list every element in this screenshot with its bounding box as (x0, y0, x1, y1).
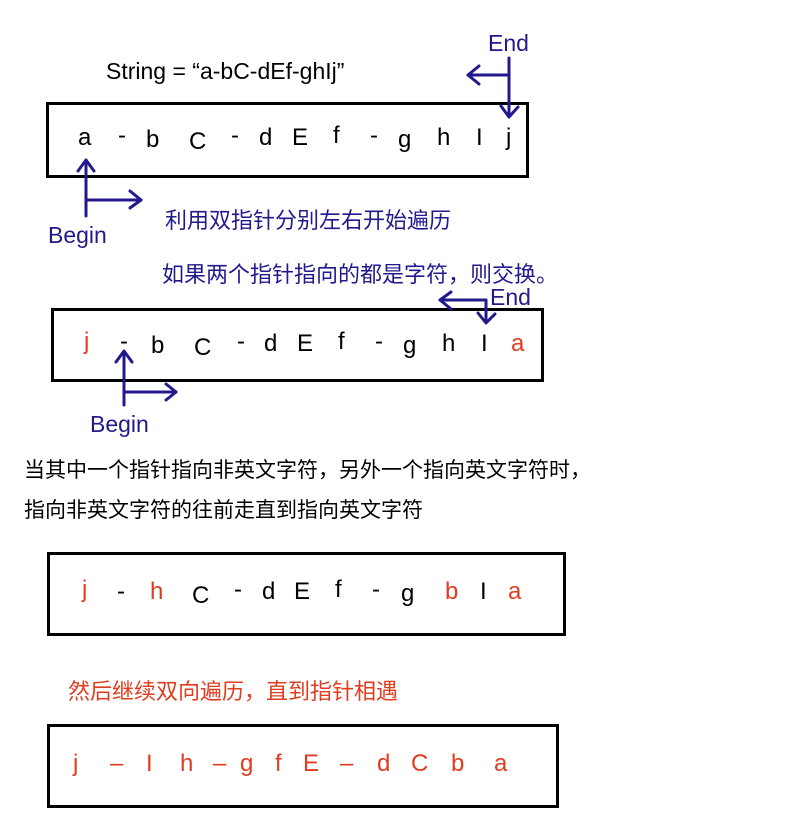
end-left-arrowhead (466, 64, 481, 86)
row1-char: h (437, 124, 451, 151)
array-row-3 (47, 552, 566, 636)
begin-right-arrowhead (128, 189, 143, 210)
row4-char: h (180, 750, 194, 777)
row3-char: a (508, 578, 522, 605)
row3-char: C (192, 582, 210, 609)
step3-note: 然后继续双向遍历，直到指针相遇 (68, 680, 399, 705)
row1-char: - (370, 122, 378, 149)
step2-note-line1: 当其中一个指针指向非英文字符，另外一个指向英文字符时， (24, 458, 591, 482)
step1-note-line1: 利用双指针分别左右开始遍历 (165, 209, 452, 234)
end2-down-arrowhead (476, 311, 497, 325)
row4-char: a (494, 750, 508, 777)
row3-char: f (335, 576, 342, 603)
row1-char: E (292, 124, 309, 151)
begin-up-arrowhead (76, 158, 96, 173)
row2-char: d (264, 330, 278, 357)
row2-char: g (403, 332, 417, 359)
row1-char: f (333, 122, 340, 149)
row2-char: - (120, 328, 128, 355)
row3-char: I (480, 578, 487, 605)
row1-char: a (78, 124, 92, 151)
row1-char: j (506, 124, 512, 151)
row3-char: g (401, 580, 415, 607)
array-row-1 (46, 102, 529, 178)
row2-char: C (194, 334, 212, 361)
row3-char: E (294, 578, 311, 605)
row1-char: d (259, 124, 273, 151)
row4-char: d (377, 750, 391, 777)
row2-char: h (442, 330, 456, 357)
row4-char: C (411, 750, 429, 777)
row2-char: f (338, 328, 345, 355)
row4-char: – (213, 750, 227, 777)
row3-char: b (445, 578, 459, 605)
begin2-right-arrowhead (164, 382, 178, 402)
row1-char: - (118, 122, 126, 149)
row2-char: a (511, 330, 525, 357)
array-row-2 (51, 308, 544, 382)
array-row-4 (47, 724, 559, 808)
row2-char: - (237, 328, 245, 355)
row3-char: - (234, 576, 242, 603)
row1-char: I (476, 124, 483, 151)
begin2-up-arrowhead (114, 349, 134, 364)
row3-char: j (82, 576, 88, 603)
row4-char: – (110, 750, 124, 777)
end-label: End (490, 284, 531, 310)
row4-char: j (73, 750, 79, 777)
row4-char: I (146, 750, 153, 777)
begin-label: Begin (90, 411, 149, 437)
row2-char: j (84, 328, 90, 355)
string-label: String = “a-bC-dEf-ghIj” (106, 58, 345, 84)
row2-char: b (151, 332, 165, 359)
end-down-arrowhead (499, 104, 520, 119)
row1-char: - (231, 122, 239, 149)
row1-char: g (398, 126, 412, 153)
row3-char: - (372, 576, 380, 603)
row1-char: b (146, 126, 160, 153)
row2-char: - (375, 328, 383, 355)
row4-char: E (303, 750, 320, 777)
step1-note-line2: 如果两个指针指向的都是字符，则交换。 (162, 263, 559, 288)
row1-char: C (189, 128, 207, 155)
step2-note-line2: 指向非英文字符的往前走直到指向英文字符 (24, 498, 423, 522)
begin-label: Begin (48, 222, 107, 248)
row2-char: E (297, 330, 314, 357)
row4-char: g (240, 750, 254, 777)
row3-char: d (262, 578, 276, 605)
row4-char: – (340, 750, 354, 777)
row4-char: f (275, 750, 282, 777)
end-label: End (488, 30, 529, 56)
row3-char: h (150, 578, 164, 605)
row3-char: - (117, 578, 125, 605)
row4-char: b (451, 750, 465, 777)
row2-char: I (481, 330, 488, 357)
end2-left-arrowhead (438, 290, 453, 311)
